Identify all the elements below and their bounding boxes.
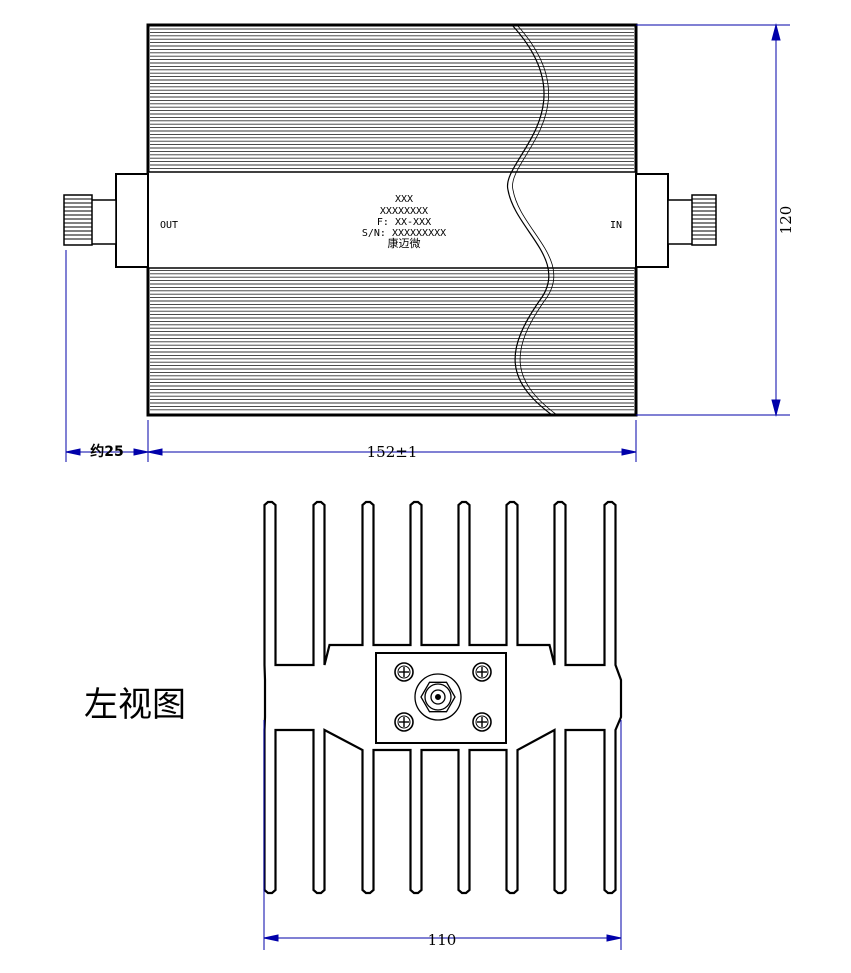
port-in-label: IN [610,220,622,231]
out-connector-flange [115,173,149,268]
length-dimensions [65,250,637,462]
nameplate-line2: XXXXXXXX [380,206,428,217]
port-out-label: OUT [160,220,178,231]
out-connector-thread [63,194,93,246]
width-dimension [263,720,622,950]
height-dimension-label: 120 [777,206,795,235]
view-title: 左视图 [84,685,186,725]
center-connector-icon [414,673,462,721]
fin-hatching [150,28,634,411]
screw-icon [472,662,492,682]
connector-length-label: 约25 [90,443,123,460]
out-connector-neck [89,199,117,245]
nameplate-line1: XXX [395,194,413,205]
nameplate-line3: F: XX-XXX [377,217,431,228]
screw-icon [394,712,414,732]
side-view: 左视图 110 [84,500,623,950]
mounting-screws [394,662,492,732]
top-view: OUT IN XXX XXXXXXXX F: XX-XXX S/N: XXXXX… [63,23,795,462]
nameplate-line4: S/N: XXXXXXXXX [362,228,446,239]
in-connector-flange [635,173,669,268]
height-dimension [636,23,790,417]
in-connector-neck [667,199,695,245]
in-connector-thread [691,194,717,246]
body-length-label: 152±1 [367,443,418,461]
nameplate-line5: 康迈微 [388,236,421,250]
width-dimension-label: 110 [428,931,457,949]
screw-icon [472,712,492,732]
screw-icon [394,662,414,682]
break-line [506,24,553,416]
break-line-inner [512,24,558,416]
nameplate-band [147,171,637,269]
